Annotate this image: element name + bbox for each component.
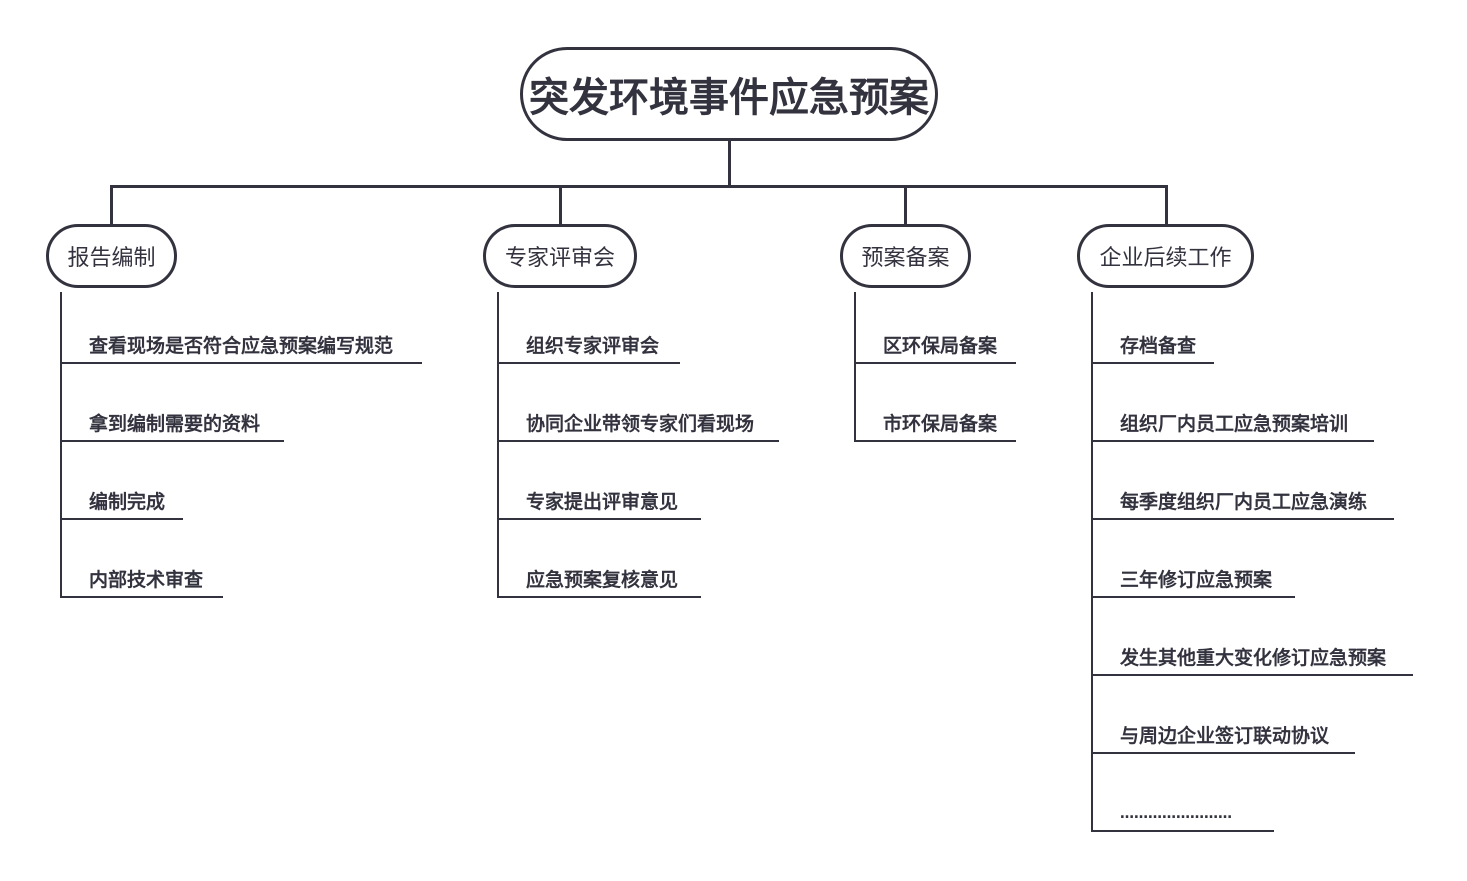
list-item: 拿到编制需要的资料	[89, 413, 261, 435]
list-item: 编制完成	[89, 491, 166, 513]
branch-node-followup: 企业后续工作	[1077, 224, 1254, 288]
list-item: 专家提出评审意见	[526, 491, 679, 513]
branch-label: 专家评审会	[504, 246, 615, 271]
item-underline	[60, 518, 183, 520]
list-item: 存档备查	[1120, 335, 1197, 357]
item-underline	[60, 440, 284, 442]
list-spine	[1091, 292, 1093, 832]
item-underline	[1091, 518, 1394, 520]
item-underline	[1091, 362, 1214, 364]
item-underline	[497, 518, 701, 520]
list-item: 内部技术审查	[89, 569, 204, 591]
root-title: 突发环境事件应急预案	[529, 75, 929, 121]
item-underline	[1091, 830, 1274, 832]
item-underline	[1091, 596, 1295, 598]
list-item: 与周边企业签订联动协议	[1120, 725, 1330, 747]
list-item: 协同企业带领专家们看现场	[526, 413, 755, 435]
list-item: 发生其他重大变化修订应急预案	[1120, 647, 1387, 669]
list-item: 三年修订应急预案	[1120, 569, 1273, 591]
branch-stem	[559, 185, 562, 225]
list-item: 区环保局备案	[883, 335, 998, 357]
item-underline	[854, 440, 1016, 442]
branch-stem	[1165, 185, 1168, 225]
list-item: 组织专家评审会	[526, 335, 660, 357]
item-underline	[854, 362, 1016, 364]
branch-node-review: 专家评审会	[483, 224, 637, 288]
item-underline	[497, 596, 701, 598]
item-underline	[1091, 440, 1374, 442]
list-item: 应急预案复核意见	[526, 569, 679, 591]
branch-label: 预案备案	[861, 246, 950, 271]
item-underline	[1091, 674, 1413, 676]
root-stem	[728, 141, 731, 188]
branch-stem	[110, 185, 113, 225]
list-item: ……………………	[1120, 806, 1232, 822]
item-underline	[497, 440, 779, 442]
item-underline	[1091, 752, 1355, 754]
list-spine	[854, 292, 856, 442]
branch-label: 企业后续工作	[1099, 246, 1232, 271]
branch-label: 报告编制	[67, 246, 156, 271]
item-underline	[60, 596, 223, 598]
item-underline	[497, 362, 680, 364]
branch-stem	[904, 185, 907, 225]
branch-node-report: 报告编制	[46, 224, 177, 288]
list-item: 市环保局备案	[883, 413, 998, 435]
list-spine	[60, 292, 62, 598]
list-item: 每季度组织厂内员工应急演练	[1120, 491, 1368, 513]
root-node: 突发环境事件应急预案	[520, 47, 938, 141]
list-item: 组织厂内员工应急预案培训	[1120, 413, 1349, 435]
list-item: 查看现场是否符合应急预案编写规范	[89, 335, 394, 357]
branch-connector	[110, 185, 1168, 188]
item-underline	[60, 362, 422, 364]
branch-node-filing: 预案备案	[840, 224, 971, 288]
list-spine	[497, 292, 499, 598]
